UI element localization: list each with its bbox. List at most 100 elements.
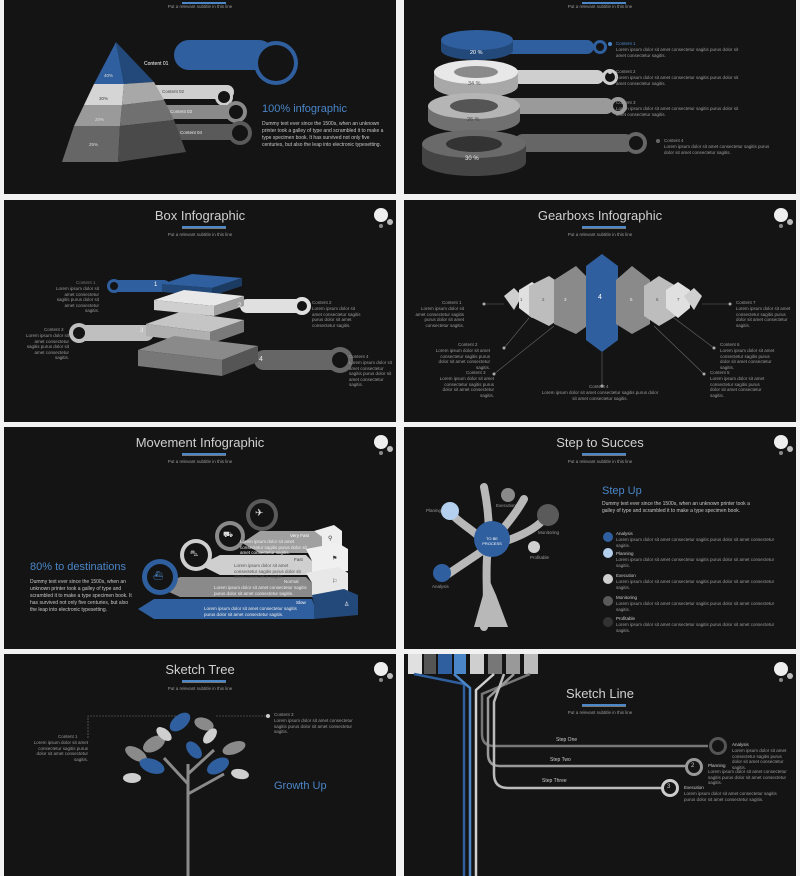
ring-content-3-desc: Lorem ipsum dolor sit amet consectetur s… (616, 106, 739, 117)
gear-content-5-desc: Lorem ipsum dolor sit amet consectetur s… (710, 376, 765, 398)
person-icon: ♙ (344, 602, 350, 608)
gear-content-3-desc: Lorem ipsum dolor sit amet consectetur s… (439, 376, 494, 398)
gear-content-2-desc: Lorem ipsum dolor sit amet consectetur s… (435, 348, 490, 370)
ring-content-3: Content 3 (616, 100, 636, 105)
gear-content-3: Content 3 (466, 370, 486, 375)
slide-subtitle: Put a relevant subtitle in this line (567, 4, 633, 9)
speed-slow: Slow (296, 600, 306, 605)
speed-fast: Fast (294, 557, 303, 562)
box-content-4: Content 4 (349, 354, 369, 359)
slide-subtitle: Put a relevant subtitle in this line (167, 459, 233, 464)
tree-center-label: TO BE PROCESS (482, 536, 502, 546)
gear-content-6: Content 6 (720, 342, 740, 347)
box-number-3: 3 (140, 328, 144, 334)
sketch-label-analysis: Analysis (732, 742, 749, 747)
slide-subtitle: Put a relevant subtitle in this line (167, 232, 233, 237)
sketch-label-analysis-desc: Lorem ipsum dolor sit amet consectetur s… (732, 748, 787, 770)
movement-graphic (138, 499, 358, 619)
step-monitoring: Monitoring (616, 595, 638, 600)
slide-sketch-tree[interactable]: Sketch Tree Put a relevant subtitle in t… (4, 654, 396, 876)
car-icon: ⛍ (190, 549, 199, 558)
box-number-4: 4 (259, 356, 263, 363)
box-content-1: Content 1 (76, 280, 96, 285)
gear-number-3: 3 (564, 297, 567, 302)
slide-sketch-line[interactable]: Sketch Line Put a relevant subtitle in t… (404, 654, 796, 876)
slide-movement-infographic[interactable]: Movement Infographic Put a relevant subt… (4, 427, 396, 649)
step-up-heading: Step Up (602, 485, 642, 497)
tree-content-1-desc: Lorem ipsum dolor sit amet consectetur s… (33, 740, 88, 762)
title-underline (582, 704, 626, 706)
movement-heading: 80% to destinations (30, 561, 127, 573)
title-underline (582, 2, 626, 4)
slide-title: Sketch Tree (165, 662, 235, 677)
gear-number-6: 6 (656, 297, 659, 302)
slide-title: Gearboxs Infographic (537, 208, 663, 223)
logo-icon (374, 208, 388, 222)
ring-content-1: Content 1 (616, 41, 636, 46)
tree-label-planing: Planing (426, 508, 442, 513)
pyramid-percent-1: 40% (104, 73, 114, 78)
ring-content-1-desc: Lorem ipsum dolor sit amet consectetur s… (616, 47, 739, 58)
tree-content-3-desc: Lorem ipsum dolor sit amet consectetur s… (274, 718, 353, 734)
airplane-icon: ✈ (255, 508, 264, 519)
box-number-2: 2 (238, 303, 242, 309)
title-underline (182, 453, 226, 455)
box-content-4-desc: Lorem ipsum dolor sit amet consectetur s… (349, 360, 393, 387)
tree-content-3: Content 3 (274, 712, 294, 717)
gear-number-2: 2 (542, 297, 545, 302)
gear-content-7-desc: Lorem ipsum dolor sit amet consectetur s… (736, 306, 791, 328)
step-planning: Planning (616, 551, 634, 556)
speed-slow-desc: Lorem ipsum dolor sit amet consectetur s… (204, 606, 297, 617)
ring-content-4-desc: Lorem ipsum dolor sit amet consectetur s… (664, 144, 770, 155)
tree-label-analysis: Analysis (432, 584, 449, 589)
speed-fast-desc: Lorem ipsum dolor sit amet consectetur s… (234, 563, 301, 579)
title-underline (582, 226, 626, 228)
box-content-3-desc: Lorem ipsum dolor sit amet consectetur s… (25, 333, 69, 360)
step-profitable-desc: Lorem ipsum dolor sit amet consectetur s… (616, 622, 775, 633)
pyramid-heading: 100% infographic (262, 103, 348, 115)
box-content-2: Content 2 (312, 300, 332, 305)
speed-normal-desc: Lorem ipsum dolor sit amet consectetur s… (214, 585, 307, 596)
slide-rings-infographic[interactable]: Put a relevant subtitle in this line 20 … (404, 0, 796, 194)
gearbox-graphic (482, 254, 732, 388)
slide-title: Step to Succes (556, 435, 644, 450)
gear-number-5: 5 (630, 297, 633, 302)
box-number-1: 1 (154, 282, 158, 288)
growth-up-heading: Growth Up (274, 780, 327, 792)
ring-percent-4: 30 % (465, 156, 479, 162)
slide-subtitle: Put a relevant subtitle in this line (167, 4, 233, 9)
pyramid-content-4: Content 04 (180, 130, 203, 135)
pyramid-content-2: Content 02 (162, 89, 185, 94)
sketch-number-2: 2 (691, 763, 695, 769)
speed-very-fast-desc: Lorem ipsum dolor sit amet consectetur s… (240, 539, 307, 555)
gear-content-1: Content 1 (442, 300, 462, 305)
slide-pyramid-infographic[interactable]: Put a relevant subtitle in this line Con… (4, 0, 396, 194)
slide-subtitle: Put a relevant subtitle in this line (567, 459, 633, 464)
logo-icon (374, 662, 388, 676)
walking-icon: ⚐ (332, 579, 338, 585)
pyramid-body: Dummy text ever since the 1500s, when an… (262, 121, 384, 148)
running-icon: ⚑ (332, 556, 338, 562)
gear-number-7: 7 (677, 297, 680, 302)
bicycle-icon: ⚲ (328, 536, 333, 542)
process-tree-graphic (433, 483, 613, 631)
pyramid-percent-3: 20% (95, 117, 105, 122)
sketch-number-3: 3 (667, 784, 671, 790)
title-underline (182, 2, 226, 4)
sketch-label-execution-desc: Lorem ipsum dolor sit amet consectetur s… (684, 791, 777, 802)
slide-box-infographic[interactable]: Box Infographic Put a relevant subtitle … (4, 200, 396, 422)
tree-content-1: Content 1 (58, 734, 78, 739)
sketch-tree-graphic (87, 712, 270, 876)
rings-graphic (422, 30, 660, 176)
title-underline (182, 226, 226, 228)
slide-step-to-succes[interactable]: Step to Succes Put a relevant subtitle i… (404, 427, 796, 649)
gear-content-1-desc: Lorem ipsum dolor sit amet consectetur s… (415, 306, 464, 328)
speed-normal: Normal (284, 579, 299, 584)
slide-title: Movement Infographic (135, 435, 265, 450)
pyramid-graphic (62, 40, 298, 162)
sketch-label-planning-desc: Lorem ipsum dolor sit amet consectetur s… (708, 769, 787, 785)
logo-icon (374, 435, 388, 449)
ring-content-4: Content 4 (664, 138, 684, 143)
box-graphic (69, 274, 353, 376)
slide-gearbox-infographic[interactable]: Gearboxs Infographic Put a relevant subt… (404, 200, 796, 422)
